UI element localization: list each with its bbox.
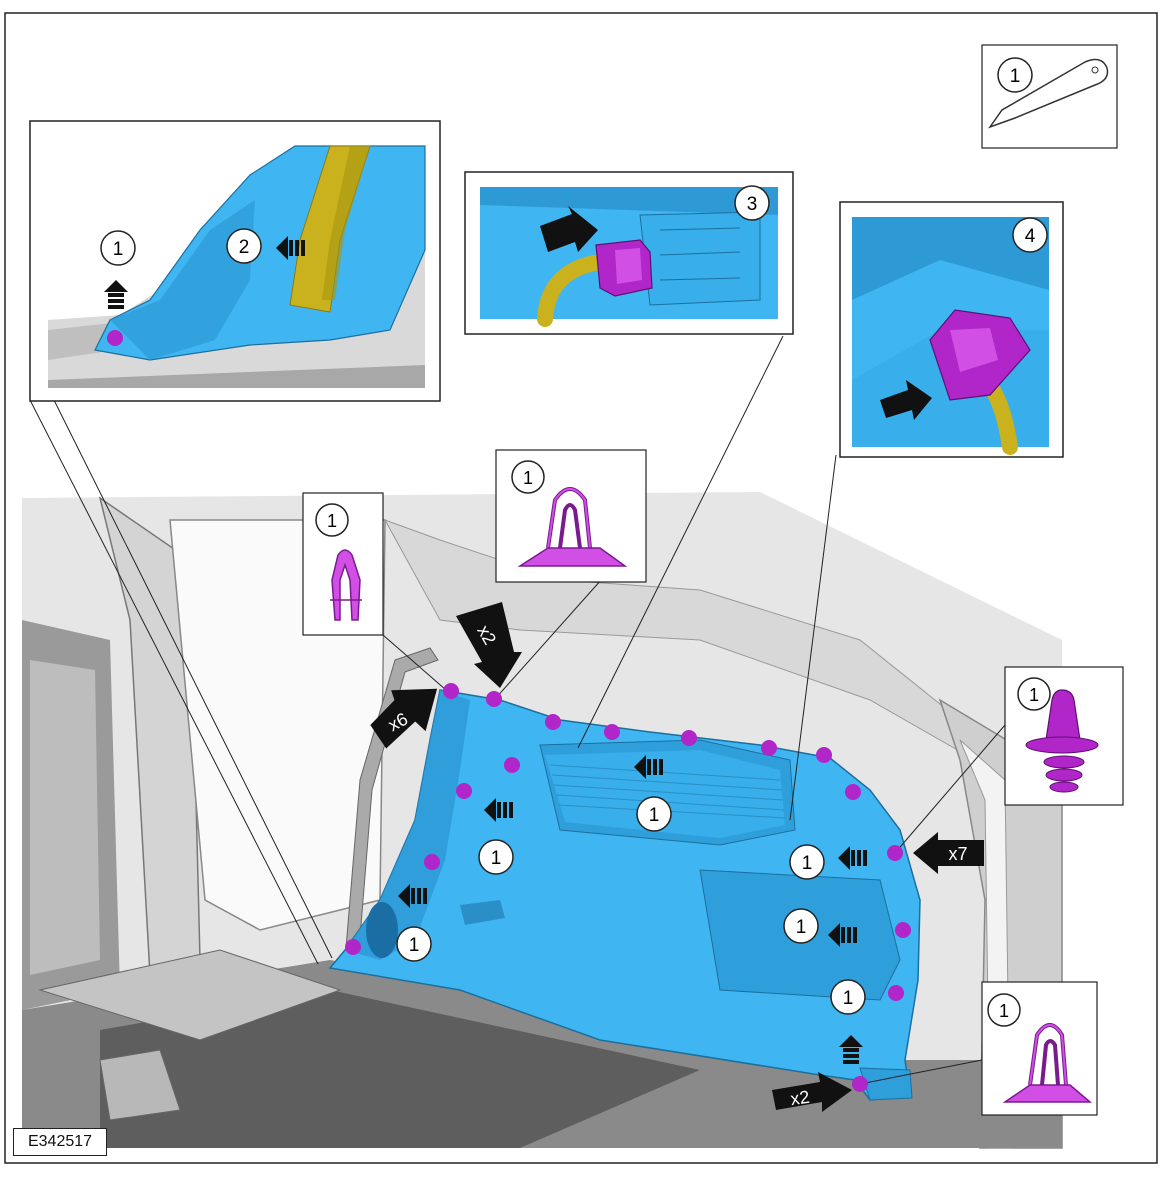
clip-box-d: 1 [981, 981, 1098, 1116]
multiplier-x2-top: x2 [456, 602, 522, 688]
callout-main-c: 1 [396, 926, 432, 962]
callout-3: 3 [734, 185, 770, 221]
callout-clip-d: 1 [987, 993, 1021, 1027]
x2-bottom-label: x2 [789, 1087, 811, 1109]
multiplier-x6: x6 [370, 688, 438, 749]
main-scene [22, 492, 1063, 1149]
svg-text:1: 1 [113, 239, 124, 260]
harness-wire [537, 254, 608, 327]
multiplier-x7: x7 [913, 832, 984, 874]
svg-text:1: 1 [649, 805, 660, 826]
svg-text:2: 2 [239, 237, 250, 258]
inset-connector-4: 4 [839, 201, 1064, 458]
callout-main-d: 1 [789, 844, 825, 880]
callout-main-b: 1 [478, 839, 514, 875]
svg-text:1: 1 [999, 1001, 1009, 1021]
inset-connector-3: 3 [464, 171, 794, 335]
svg-text:1: 1 [327, 511, 337, 531]
callout-4: 4 [1012, 217, 1048, 253]
arrow-icon [540, 206, 598, 252]
inset-left: 1 2 [29, 120, 441, 402]
svg-text:4: 4 [1025, 226, 1036, 247]
x7-label: x7 [948, 844, 967, 864]
svg-text:1: 1 [491, 848, 502, 869]
svg-text:1: 1 [1029, 685, 1039, 705]
clip-box-b: 1 [495, 449, 647, 583]
tool-box: 1 [981, 44, 1118, 149]
svg-text:1: 1 [843, 988, 854, 1009]
svg-text:1: 1 [409, 935, 420, 956]
callout-inset-left-a: 1 [100, 230, 136, 266]
tool-callout: 1 [1010, 66, 1021, 87]
clip-box-a: 1 [302, 492, 384, 636]
callout-main-f: 1 [830, 979, 866, 1015]
clip-locations [345, 683, 911, 1092]
clip-icon [331, 549, 361, 621]
svg-text:1: 1 [802, 853, 813, 874]
multiplier-x2-bottom: x2 [772, 1072, 852, 1112]
callout-main-e: 1 [783, 908, 819, 944]
callout-inset-left-b: 2 [226, 228, 262, 264]
figure-id-label: E342517 [13, 1128, 107, 1156]
svg-text:1: 1 [796, 917, 807, 938]
svg-text:3: 3 [747, 194, 758, 215]
svg-text:1: 1 [523, 468, 533, 488]
trim-tool-icon [988, 58, 1109, 129]
arrow-icon-4 [880, 380, 932, 420]
clip-box-c: 1 [1004, 666, 1124, 806]
leader-lines [29, 335, 1006, 1085]
callout-clip-c: 1 [1017, 677, 1051, 711]
main-callouts: 1 1 1 1 1 1 [396, 796, 866, 1015]
callout-clip-b: 1 [511, 460, 545, 494]
callout-main-a: 1 [636, 796, 672, 832]
callout-clip-a: 1 [315, 503, 349, 537]
